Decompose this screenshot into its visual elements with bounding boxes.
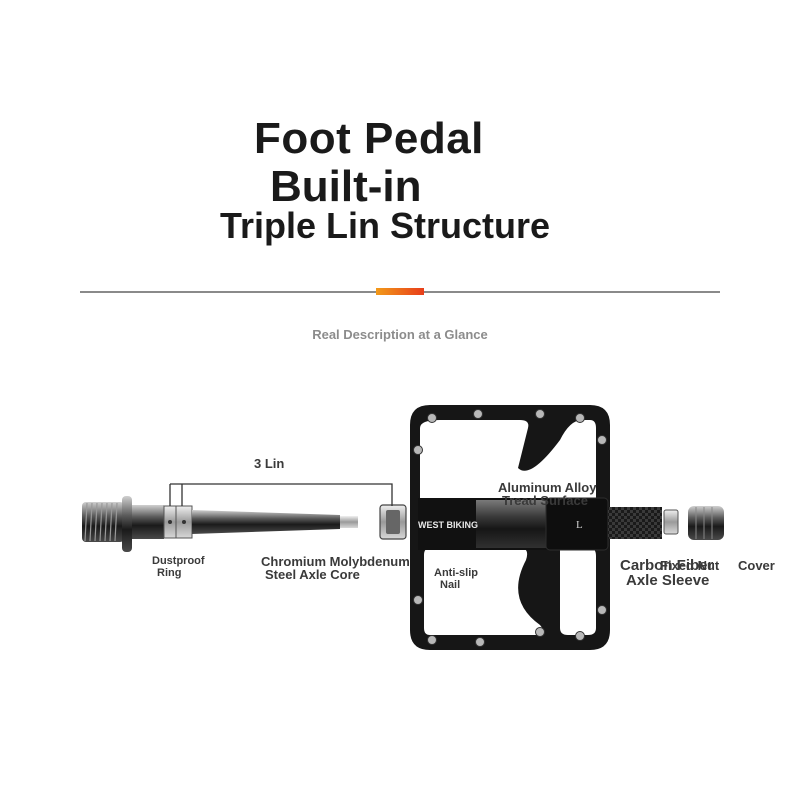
label-bearing-count: 3 Lin [254, 456, 285, 471]
brand-mark: WEST BIKING [418, 520, 478, 530]
label-dustproof-ring-2: Ring [157, 567, 182, 579]
label-axle-sleeve-2: Axle Sleeve [626, 572, 710, 589]
axle-core [192, 510, 340, 534]
axle-flange [122, 496, 132, 552]
carbon-fiber-sleeve [608, 507, 662, 539]
label-tread-surface-2: Tread Surface [502, 493, 588, 508]
label-fixed-nut: Fixed Nut [660, 558, 720, 573]
label-axle-sleeve: Carbon Fiber [620, 557, 714, 574]
axle-tip [340, 516, 358, 528]
pedal-body [410, 405, 610, 650]
label-dustproof-ring: Dustproof [152, 555, 205, 567]
fixed-nut [663, 509, 679, 535]
label-tread-surface: Aluminum Alloy [498, 480, 597, 495]
page-title-line3: Triple Lin Structure [220, 205, 551, 246]
page-title: Foot Pedal [254, 114, 484, 163]
outer-bearing [379, 504, 407, 540]
label-axle-core-2: Steel Axle Core [265, 567, 360, 582]
side-mark: L [576, 519, 583, 531]
label-anti-slip-nail: Anti-slip [434, 567, 478, 579]
label-anti-slip-nail-2: Nail [440, 579, 461, 591]
subtitle: Real Description at a Glance [312, 327, 488, 342]
label-axle-core: Chromium Molybdenum [261, 554, 410, 569]
bearing-bracket [169, 483, 393, 506]
anti-slip-pins [413, 409, 607, 647]
page-title-line2: Built-in [270, 162, 422, 211]
divider-accent [376, 288, 424, 295]
label-cover: Cover [738, 558, 775, 573]
end-cover [688, 506, 724, 540]
axle-thread [82, 502, 124, 542]
axle-collar [132, 505, 164, 539]
